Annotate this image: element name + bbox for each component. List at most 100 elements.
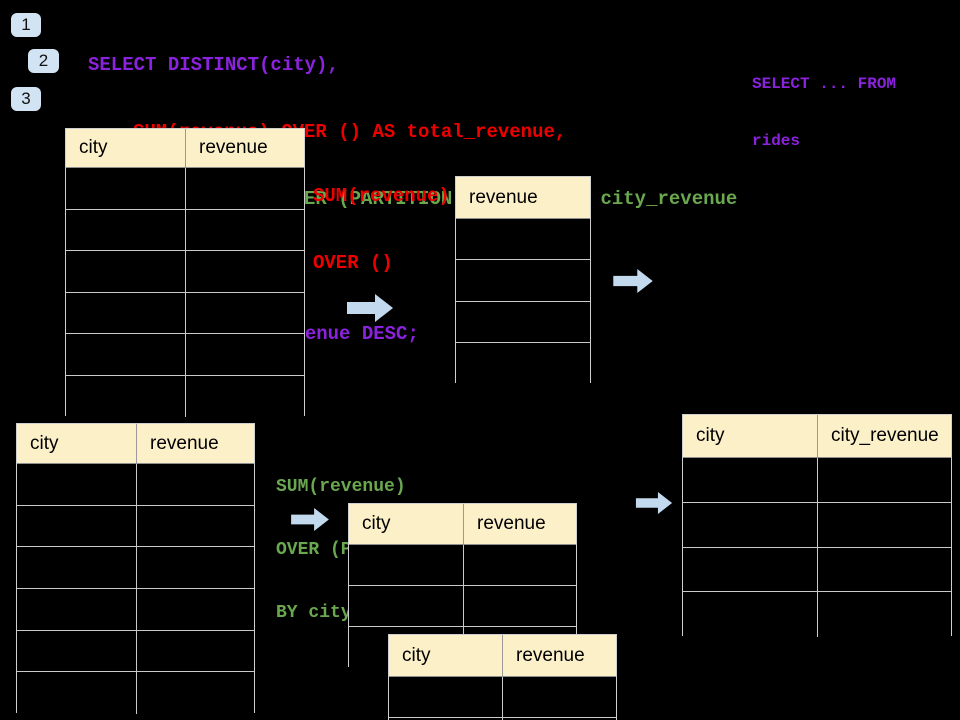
table-cell-empty — [389, 718, 503, 720]
table-cell-empty — [66, 334, 186, 375]
step-badge-2: 2 — [28, 49, 59, 73]
table-cell-empty — [186, 168, 304, 209]
table-cell-empty — [17, 630, 137, 672]
annotation-line: OVER () — [313, 252, 393, 275]
table-row — [683, 547, 951, 593]
table-row — [66, 375, 304, 418]
table-row — [17, 589, 254, 631]
table-cell-empty — [186, 293, 304, 334]
table-row — [456, 301, 590, 343]
table-cell-empty — [186, 251, 304, 292]
column-header-revenue: revenue — [516, 644, 585, 666]
table-cell-empty — [464, 586, 576, 626]
table-cell-empty — [66, 168, 186, 209]
step-badge-1: 1 — [11, 13, 41, 37]
table-cell-empty — [66, 251, 186, 292]
table-header-row: city revenue — [17, 424, 254, 464]
table-cell-empty — [818, 548, 951, 592]
table-row — [17, 547, 254, 590]
flow-arrow-to-total-result — [347, 294, 393, 322]
table-header-row: revenue — [456, 177, 590, 219]
flow-arrow-to-city-revenue-result — [635, 492, 673, 514]
table-row — [456, 342, 590, 385]
side-note-line1: SELECT ... FROM — [752, 75, 897, 93]
table-row — [349, 545, 576, 586]
table-partition-group-2: city revenue — [388, 634, 617, 720]
table-row — [349, 586, 576, 627]
annotation-line: SUM(revenue) — [313, 184, 450, 207]
table-cell-empty — [186, 376, 304, 418]
table-cell-empty — [17, 547, 137, 589]
table-cell-empty — [683, 547, 818, 592]
table-cell-empty — [456, 219, 590, 259]
table-cell-empty — [186, 334, 304, 375]
table-header-row: city city_revenue — [683, 415, 951, 458]
table-cell-empty — [818, 592, 951, 637]
table-row — [683, 458, 951, 503]
table-cell-empty — [186, 210, 304, 251]
table-header-row: city revenue — [349, 504, 576, 545]
table-cell-empty — [137, 464, 254, 505]
table-cell-empty — [137, 672, 254, 714]
table-row — [17, 464, 254, 506]
table-cell-empty — [456, 302, 590, 342]
table-row — [389, 677, 616, 718]
table-row — [66, 168, 304, 210]
column-header-city: city — [683, 415, 818, 457]
table-cell-empty — [389, 677, 503, 717]
table-total-revenue-result: revenue — [455, 176, 591, 385]
column-header-revenue: revenue — [199, 137, 268, 158]
table-cell-empty — [17, 505, 137, 547]
table-cell-empty — [456, 260, 590, 300]
annotation-line: SUM(revenue) — [276, 477, 406, 497]
table-cell-empty — [683, 458, 818, 502]
table-cell-empty — [503, 677, 616, 717]
table-cell-empty — [683, 502, 818, 547]
table-cell-empty — [137, 506, 254, 547]
table-row — [683, 592, 951, 638]
side-note-line2: rides — [752, 132, 801, 150]
annotation-sum-over-all: SUM(revenue) OVER () — [313, 140, 450, 319]
table-cell-empty — [137, 631, 254, 672]
table-cell-empty — [818, 458, 951, 502]
table-cell-empty — [349, 586, 464, 626]
table-row — [456, 219, 590, 261]
table-cell-empty — [349, 545, 464, 585]
table-row — [66, 209, 304, 251]
column-header-city: city — [66, 129, 186, 167]
table-cell-empty — [66, 375, 186, 417]
table-row — [66, 251, 304, 293]
column-header-revenue: revenue — [469, 186, 538, 208]
table-city-revenue-result: city city_revenue — [682, 414, 952, 638]
table-cell-empty — [464, 545, 576, 585]
column-header-city: city — [349, 504, 464, 544]
table-row — [389, 718, 616, 720]
table-cell-empty — [66, 209, 186, 250]
table-row — [66, 292, 304, 334]
table-cell-empty — [17, 589, 137, 630]
flow-arrow-from-total-result — [613, 269, 653, 293]
column-header-city: city — [389, 635, 503, 676]
table-cell-empty — [17, 672, 137, 715]
column-header-city-revenue: city_revenue — [831, 425, 939, 446]
table-header-row: city revenue — [389, 635, 616, 677]
table-row — [17, 672, 254, 715]
column-header-city: city — [17, 424, 137, 463]
table-source-rides-top: city revenue — [65, 128, 305, 418]
step-badge-3: 3 — [11, 87, 41, 111]
table-source-rides-bottom: city revenue — [16, 423, 255, 715]
table-cell-empty — [137, 589, 254, 630]
table-header-row: city revenue — [66, 129, 304, 168]
table-row — [17, 505, 254, 548]
table-row — [456, 260, 590, 302]
side-note-select-from-rides: SELECT ... FROM rides — [752, 37, 896, 189]
table-cell-empty — [66, 292, 186, 333]
table-cell-empty — [683, 592, 818, 638]
table-cell-empty — [818, 503, 951, 547]
table-row — [683, 502, 951, 548]
table-cell-empty — [456, 343, 590, 384]
table-row — [66, 334, 304, 376]
flow-arrow-to-partition-tables — [291, 508, 329, 531]
table-cell-empty — [137, 547, 254, 588]
